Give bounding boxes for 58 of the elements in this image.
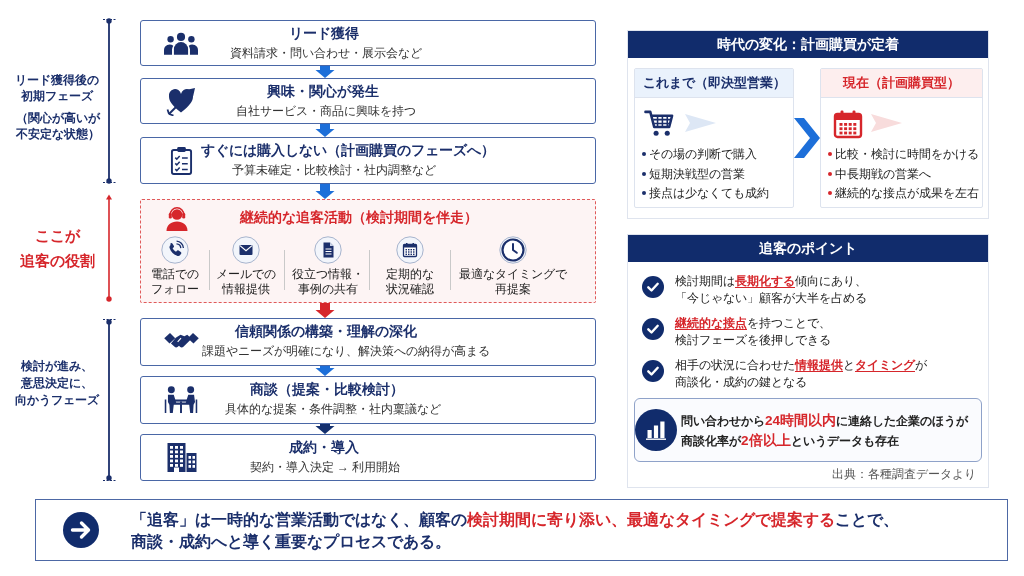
- arrow: [315, 184, 335, 199]
- stat-text: 問い合わせから24時間以内に連絡した企業のほうが商談化率が2倍以上というデータも存在: [681, 412, 970, 450]
- step-title: 興味・関心が発生: [267, 83, 379, 101]
- info-panel: [627, 234, 989, 488]
- arrow: [315, 66, 335, 78]
- step-title: 信頼関係の構築・理解の深化: [235, 323, 417, 341]
- step-description: 資料請求・問い合わせ・展示会など: [230, 45, 422, 61]
- step-description: 予算未確定・比較検討・社内調整など: [232, 162, 436, 178]
- step-box: [140, 137, 596, 184]
- activity-label: 最適なタイミングで再提案: [458, 267, 568, 297]
- activity-label: メールでの情報提供: [215, 267, 277, 297]
- bullet-text: 短期決戦型の営業: [649, 166, 745, 182]
- arrow: [315, 303, 335, 318]
- card-header: これまで（即決型営業）: [635, 69, 793, 98]
- phase-label: リード獲得後の初期フェーズ: [14, 72, 100, 104]
- activity-label: 定期的な状況確認: [385, 267, 435, 297]
- step-box: [140, 434, 596, 481]
- step-title: 商談（提案・比較検討）: [250, 381, 404, 399]
- step-box: [140, 376, 596, 424]
- step-description: 契約・導入決定 → 利用開始: [249, 459, 401, 475]
- source-note: 出典：各種調査データより: [832, 467, 976, 482]
- panel-header: 時代の変化：計画購買が定着: [628, 31, 988, 58]
- arrow: [315, 424, 335, 434]
- step-title: すぐには購入しない（計画購買のフェーズへ）: [201, 142, 495, 160]
- stat-box: [634, 398, 982, 462]
- activity-label: 電話でのフォロー: [150, 267, 200, 297]
- step-description: 自社サービス・商品に興味を持つ: [236, 103, 416, 119]
- arrow: [315, 366, 335, 376]
- arrow: [794, 118, 820, 158]
- summary-box: [35, 499, 1008, 561]
- bullet-text: 継続的な接点が成果を左右: [835, 185, 979, 201]
- comparison-card: [820, 68, 983, 208]
- arrow: [315, 124, 335, 137]
- point-text: 相手の状況に合わせた情報提供とタイミングが商談化・成約の鍵となる: [675, 357, 928, 391]
- activity-label: 役立つ情報・事例の共有: [291, 267, 365, 297]
- phase-label: （関心が高いが不安定な状態）: [15, 110, 102, 142]
- phase-label: 検討が進み、意思決定に、向かうフェーズ: [14, 358, 101, 409]
- step-title: 成約・導入: [289, 439, 359, 457]
- activity-heading: 継続的な追客活動（検討期間を伴走）: [240, 209, 478, 227]
- step-title: リード獲得: [289, 25, 359, 43]
- summary-text: 「追客」は一時的な営業活動ではなく、顧客の検討期間に寄り添い、最適なタイミングで提案することで、商談・成約へと導く重要なプロセスである。: [131, 510, 900, 553]
- point-text: 検討期間は長期化する傾向にあり、「今じゃない」顧客が大半を占める: [675, 273, 868, 307]
- step-description: 課題やニーズが明確になり、解決策への納得が高まる: [202, 343, 490, 359]
- card-header: 現在（計画購買型）: [821, 69, 982, 98]
- phase-label: ここが追客の役割: [18, 226, 96, 271]
- bullet-text: 中長期戦の営業へ: [835, 166, 931, 182]
- info-panel: [627, 30, 989, 219]
- step-box: [140, 20, 596, 66]
- bullet-text: 接点は少なくても成約: [649, 185, 769, 201]
- comparison-card: [634, 68, 794, 208]
- bullet-text: 比較・検討に時間をかける: [835, 146, 979, 162]
- step-box: [140, 318, 596, 366]
- bullet-text: その場の判断で購入: [649, 146, 757, 162]
- panel-header: 追客のポイント: [628, 235, 988, 262]
- step-box: [140, 78, 596, 124]
- step-description: 具体的な提案・条件調整・社内稟議など: [225, 401, 441, 417]
- activity-panel: [140, 199, 596, 303]
- point-text: 継続的な接点を持つことで、検討フェーズを後押しできる: [675, 315, 832, 349]
